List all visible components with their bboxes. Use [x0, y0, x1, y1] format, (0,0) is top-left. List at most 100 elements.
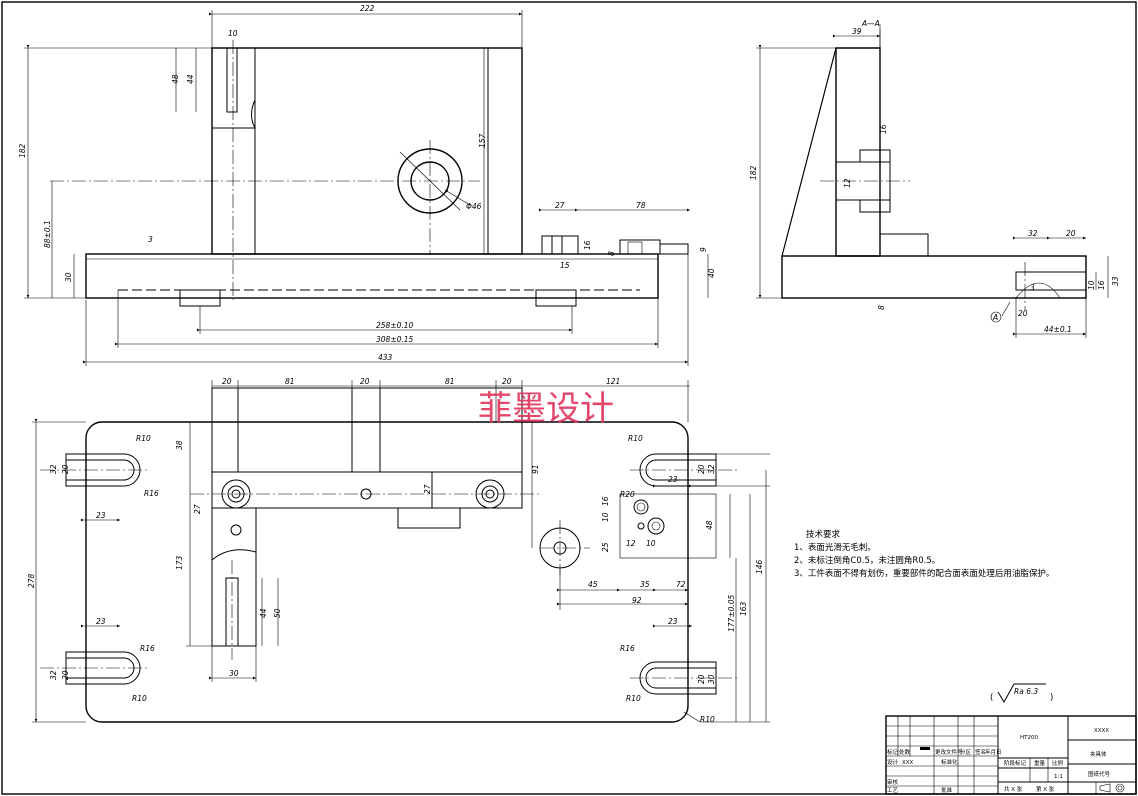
dim-30-a: 30 [229, 669, 239, 678]
dim-32-tl: 32 [49, 464, 58, 474]
dim-23-bl: 23 [96, 617, 106, 626]
tb-part-name: 夹具体 [1090, 750, 1107, 758]
dim-72: 72 [676, 580, 686, 589]
dim-173: 173 [175, 555, 184, 570]
dim-278: 278 [27, 573, 36, 588]
title-block: HT200 XXXX 夹具体 1:1 图纸代号 阶段标记 重量 比例 共 X 张… [885, 715, 1137, 795]
tb-date: 年月日 [985, 748, 1002, 756]
section-label: A—A [861, 19, 880, 28]
tech-item-1: 1、表面光滑无毛刺。 [794, 542, 876, 553]
tb-drawing-no: 图纸代号 [1088, 770, 1111, 778]
base-plate [85, 253, 659, 299]
dim-r10-tr: R10 [628, 434, 643, 443]
dim-177: 177±0.05 [727, 594, 736, 632]
tech-item-2: 2、未标注倒角C0.5，未注圆角R0.5。 [794, 555, 940, 566]
tech-item-3: 3、工件表面不得有划伤，重要部件的配合面表面处理后用油脂保护。 [794, 568, 1054, 579]
dim-20-tr: 20 [697, 464, 706, 474]
dim-23-br: 23 [668, 617, 678, 626]
dim-12: 12 [626, 539, 636, 548]
dim-r16-tl: R16 [144, 489, 159, 498]
tb-zone: 分区 [960, 748, 972, 756]
dim-33-side: 33 [1111, 276, 1120, 286]
dim-27-a: 27 [193, 504, 202, 514]
dim-44: 44 [259, 608, 268, 618]
tech-title: 技术要求 [806, 529, 841, 540]
dim-146: 146 [755, 559, 764, 574]
dim-8-side: 8 [877, 305, 886, 310]
dim-27-b: 27 [423, 484, 432, 494]
dim-23-tr: 23 [668, 475, 678, 484]
dim-35: 35 [640, 580, 650, 589]
tb-mark: 标记 [887, 748, 899, 756]
dim-88: 88±0.1 [43, 220, 52, 248]
dim-dia46: Φ46 [466, 202, 482, 211]
dim-r10-tl: R10 [136, 434, 151, 443]
svg-text:(: ( [990, 693, 993, 703]
dim-10-side: 10 [1087, 280, 1096, 290]
dim-20b-side: 20 [1018, 309, 1028, 318]
dim-163: 163 [739, 601, 748, 616]
dim-16b-side: 16 [1097, 280, 1106, 290]
dim-3: 3 [148, 235, 153, 244]
dim-r20: R20 [620, 490, 635, 499]
dim-20-c: 20 [502, 377, 512, 386]
plate-outline [85, 421, 689, 723]
dim-12-side: 12 [843, 178, 852, 188]
dim-20-a: 20 [222, 377, 232, 386]
dim-32-bl: 32 [49, 670, 58, 680]
dim-48: 48 [171, 74, 180, 84]
tb-weight: 重量 [1034, 759, 1046, 767]
dim-23-tl: 23 [96, 511, 106, 520]
dim-44: 44 [186, 74, 195, 84]
tb-process: 工艺 [887, 787, 899, 794]
dim-92: 92 [632, 596, 642, 605]
roughness-label: Ra 6.3 [1014, 687, 1038, 696]
dim-30-br: 30 [707, 674, 716, 684]
dim-8: 8 [607, 251, 616, 256]
dim-222: 222 [360, 4, 375, 13]
tb-scale: 比例 [1052, 759, 1064, 767]
dim-15: 15 [560, 261, 570, 270]
dim-50: 50 [273, 608, 282, 618]
dim-40: 40 [707, 268, 716, 278]
dim-78: 78 [636, 201, 646, 210]
slot-bottom-right [639, 661, 717, 695]
dim-16-a: 16 [601, 496, 610, 506]
dim-r10-br: R10 [626, 694, 641, 703]
tb-sheet-total: 共 X 张 [1004, 785, 1023, 793]
dim-20-br: 20 [697, 674, 706, 684]
dim-30: 30 [64, 272, 73, 282]
dim-r16-br: R16 [620, 644, 635, 653]
dim-81-b: 81 [445, 377, 455, 386]
tb-standardize: 标准化 [941, 758, 958, 766]
dim-258: 258±0.10 [376, 321, 414, 330]
front-view: 222 10 48 44 182 157 Φ46 88±0.1 30 3 27 … [18, 4, 716, 366]
dim-3-side: 3 [1030, 283, 1035, 292]
dim-27: 27 [555, 201, 565, 210]
watermark: 菲墨设计 [478, 389, 614, 429]
dim-157: 157 [478, 133, 487, 148]
dim-r10-corner: R10 [700, 715, 715, 724]
tb-change-doc: 更改文件号 [935, 748, 963, 756]
dim-20-tl: 20 [61, 464, 70, 474]
tb-company: XXXX [1094, 728, 1109, 734]
dim-20-side: 20 [1066, 229, 1076, 238]
dim-121: 121 [606, 377, 620, 386]
tb-count: 处数 [899, 748, 911, 756]
dim-32-side: 32 [1028, 229, 1038, 238]
dim-308: 308±0.15 [376, 335, 414, 344]
dim-10-b: 10 [646, 539, 656, 548]
dim-433: 433 [378, 353, 393, 362]
section-marker: A [992, 313, 998, 322]
tb-signature: 签名 [975, 748, 986, 756]
tb-sheet-no: 第 X 张 [1036, 785, 1055, 793]
tb-approve: 批准 [941, 786, 953, 794]
tech-requirements: 技术要求 1、表面光滑无毛刺。 2、未标注倒角C0.5，未注圆角R0.5。 3、… [794, 529, 1054, 579]
dim-44-side: 44±0.1 [1044, 325, 1072, 334]
dim-16-side: 16 [879, 124, 888, 134]
dim-r10-bl: R10 [132, 694, 147, 703]
svg-text:): ) [1050, 693, 1053, 703]
dim-81-a: 81 [285, 377, 295, 386]
